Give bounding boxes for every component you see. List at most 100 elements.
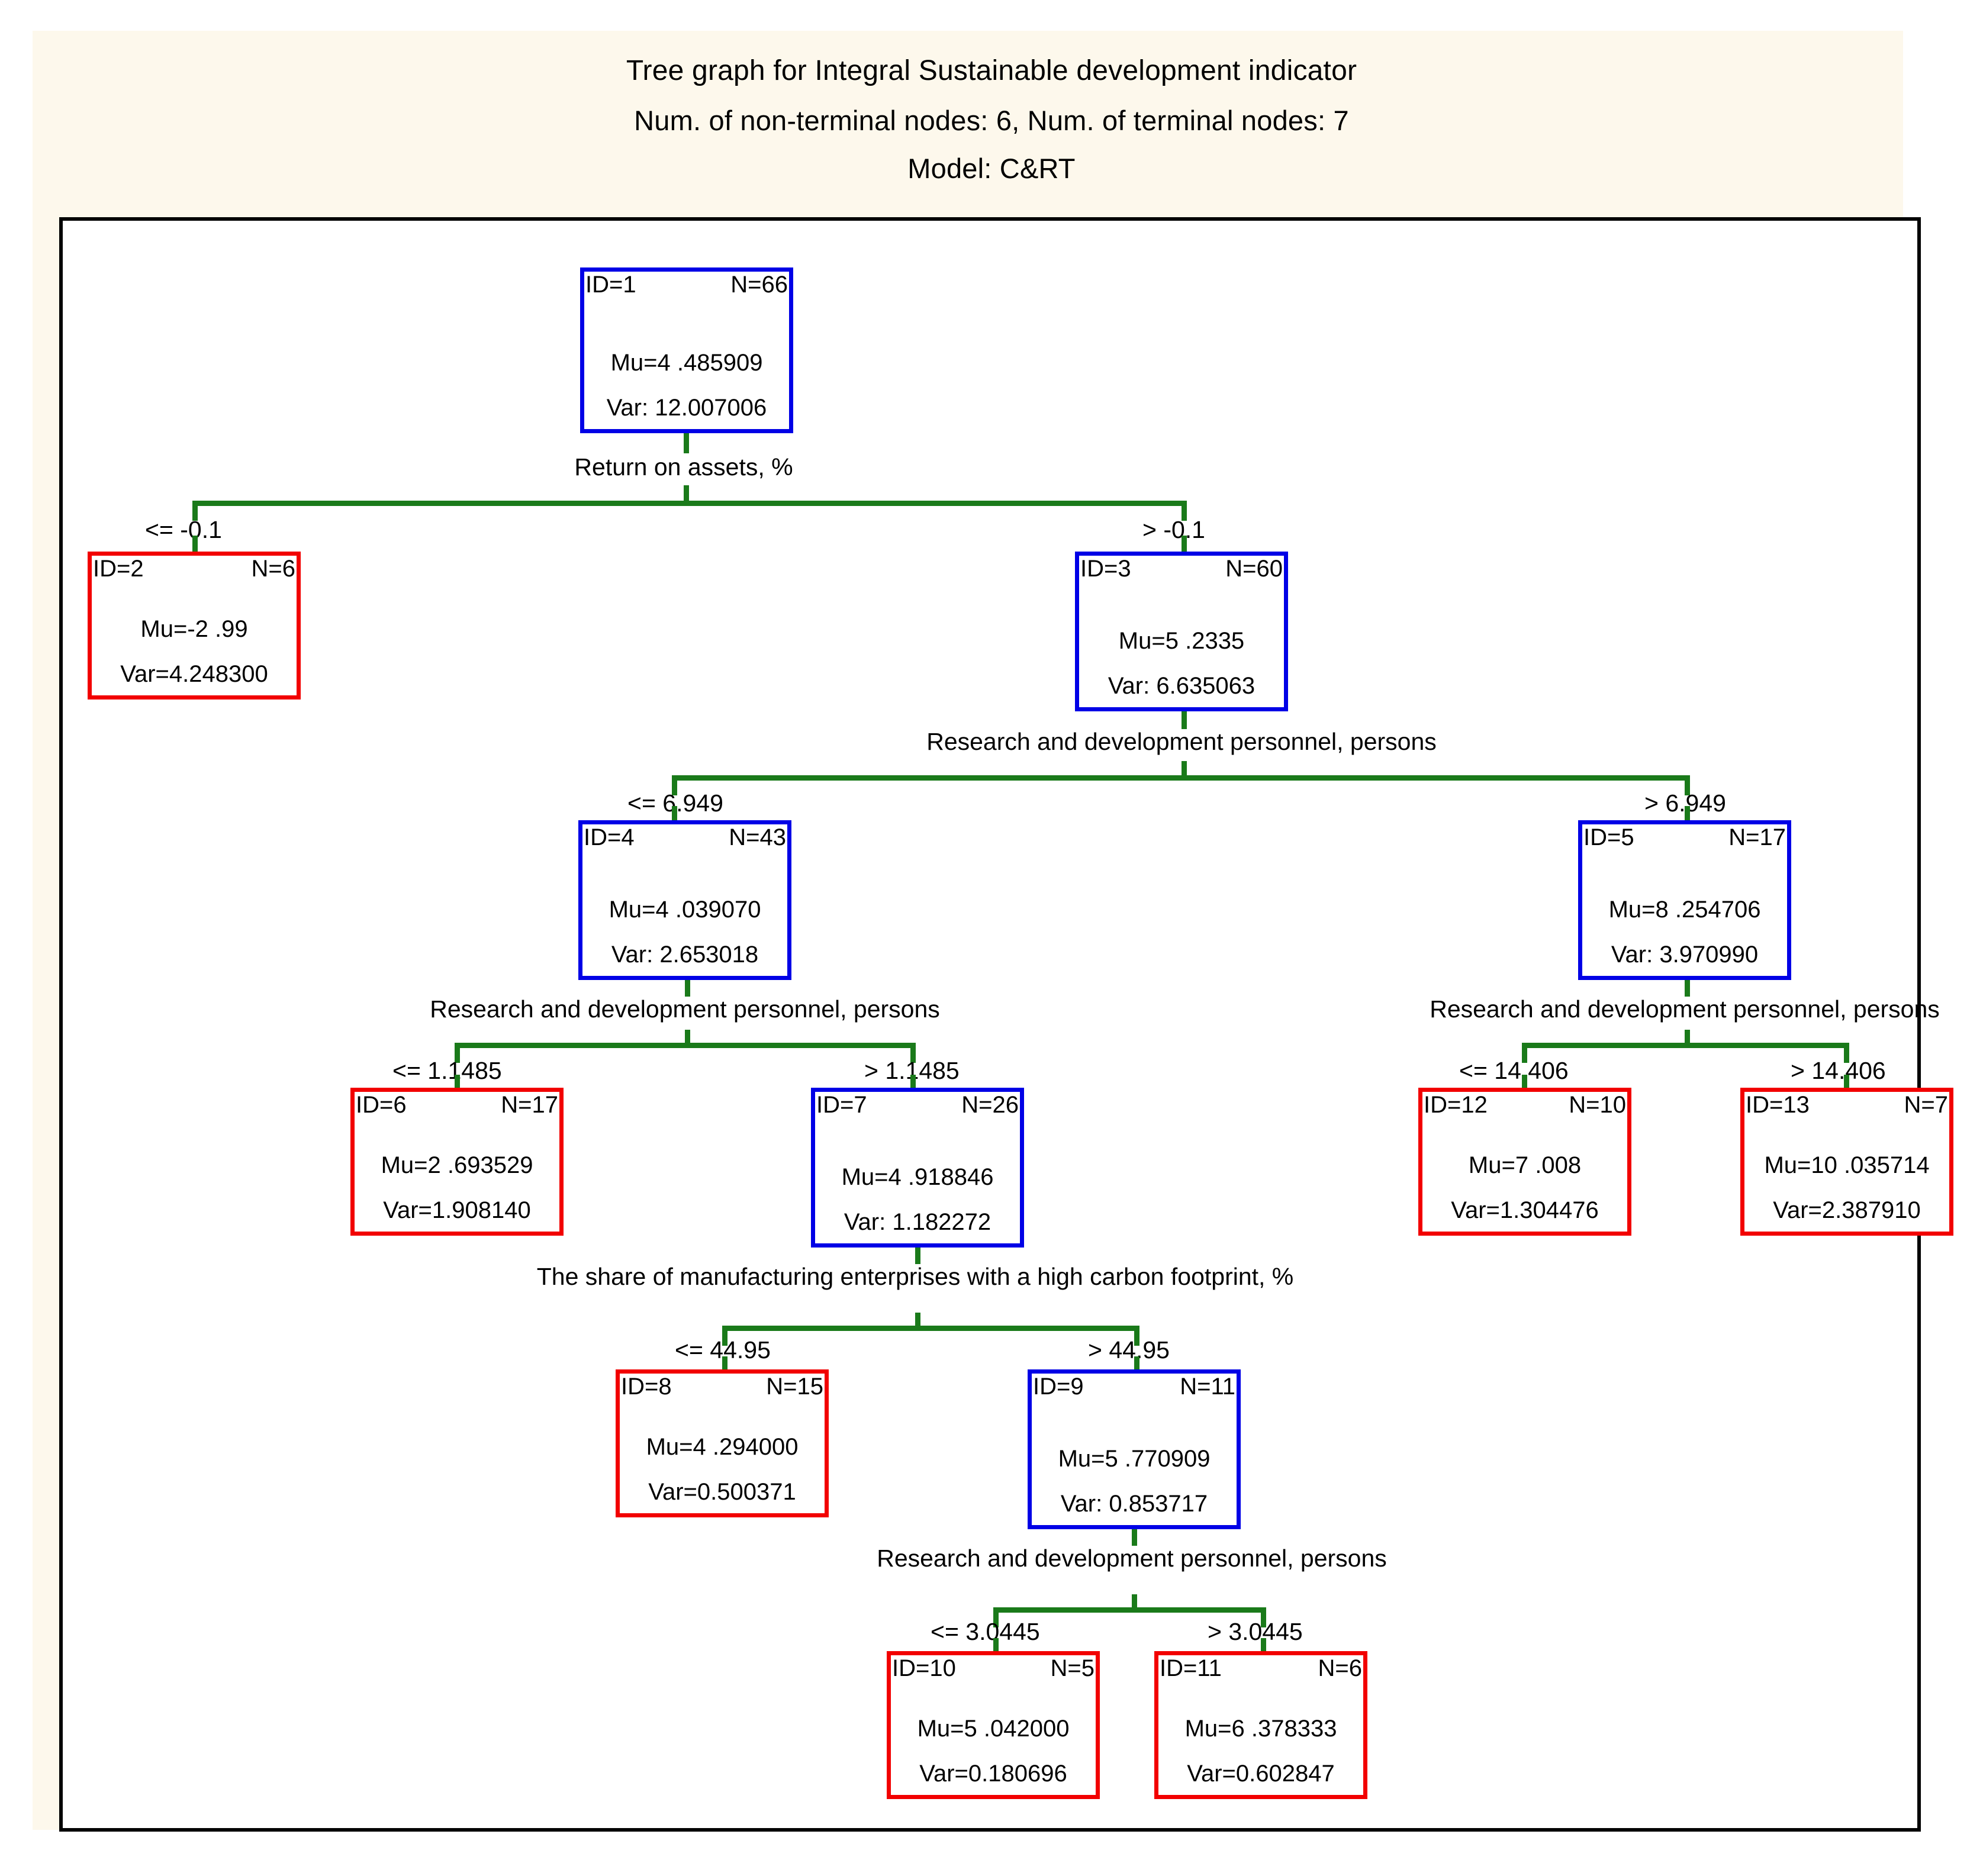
node-count-label: N=60 <box>1225 556 1283 582</box>
node-count-label: N=17 <box>1728 824 1786 850</box>
tree-node-11[interactable]: ID=11 N=6 Mu=6 .378333 Var=0.602847 <box>1154 1651 1367 1799</box>
node-count-label: N=5 <box>1050 1655 1095 1681</box>
connector-hbar-split3 <box>455 1043 916 1048</box>
node-var-value: Var: 12.007006 <box>606 395 767 421</box>
node-header: ID=13 N=7 <box>1744 1092 1949 1120</box>
connector-stem-split3 <box>685 1030 690 1045</box>
tree-node-4[interactable]: ID=4 N=43 Mu=4 .039070 Var: 2.653018 <box>578 820 791 980</box>
node-mu-value: Mu=4 .294000 <box>646 1434 799 1460</box>
tree-node-7[interactable]: ID=7 N=26 Mu=4 .918846 Var: 1.182272 <box>811 1088 1024 1248</box>
plot-frame <box>59 217 1921 1832</box>
connector-stem-to-node10 <box>993 1638 999 1653</box>
tree-node-10[interactable]: ID=10 N=5 Mu=5 .042000 Var=0.180696 <box>887 1651 1100 1799</box>
branch-label-left-4: <= 14.406 <box>1459 1057 1569 1084</box>
node-count-label: N=6 <box>251 556 296 582</box>
connector-stem-node9 <box>1132 1529 1137 1546</box>
connector-drop-left-split5 <box>722 1326 727 1346</box>
connector-drop-left-split3 <box>455 1043 460 1063</box>
node-body: Mu=-2 .99 Var=4.248300 <box>92 617 297 686</box>
node-mu-value: Mu=7 .008 <box>1468 1152 1582 1178</box>
tree-node-5[interactable]: ID=5 N=17 Mu=8 .254706 Var: 3.970990 <box>1578 820 1791 980</box>
node-var-value: Var=4.248300 <box>120 661 268 687</box>
node-mu-value: Mu=10 .035714 <box>1764 1152 1930 1178</box>
connector-hbar-split5 <box>722 1326 1139 1331</box>
connector-drop-left-split4 <box>1522 1043 1527 1063</box>
connector-drop-right-split3 <box>910 1043 916 1063</box>
node-var-value: Var=0.500371 <box>648 1479 796 1505</box>
node-count-subtitle: Num. of non-terminal nodes: 6, Num. of t… <box>634 105 1349 136</box>
branch-label-right-5: > 44.95 <box>1088 1336 1170 1364</box>
split-variable-label-5: The share of manufacturing enterprises w… <box>536 1263 1294 1290</box>
connector-stem-node3 <box>1182 711 1187 729</box>
node-id-label: ID=6 <box>356 1092 407 1118</box>
node-var-value: Var=1.304476 <box>1451 1197 1599 1223</box>
split-variable-label-3: Research and development personnel, pers… <box>430 995 940 1023</box>
node-var-value: Var: 2.653018 <box>611 942 759 968</box>
connector-drop-left-split2 <box>672 775 677 795</box>
node-count-label: N=66 <box>730 272 788 298</box>
node-var-value: Var: 6.635063 <box>1108 673 1256 699</box>
connector-stem-node5 <box>1685 980 1690 997</box>
node-header: ID=5 N=17 <box>1582 824 1787 853</box>
node-body: Mu=4 .485909 Var: 12.007006 <box>584 351 789 420</box>
connector-stem-split2 <box>1182 761 1187 778</box>
node-count-label: N=7 <box>1904 1092 1949 1118</box>
node-count-label: N=6 <box>1318 1655 1363 1681</box>
node-header: ID=8 N=15 <box>620 1374 825 1402</box>
tree-node-1[interactable]: ID=1 N=66 Mu=4 .485909 Var: 12.007006 <box>580 267 793 433</box>
node-header: ID=4 N=43 <box>582 824 787 853</box>
connector-stem-node4 <box>685 980 690 997</box>
connector-hbar-split2 <box>672 775 1690 781</box>
node-id-label: ID=3 <box>1080 556 1131 582</box>
branch-label-left-6: <= 3.0445 <box>931 1618 1040 1645</box>
connector-drop-left-split6 <box>993 1607 999 1627</box>
node-mu-value: Mu=4 .918846 <box>841 1164 994 1190</box>
connector-stem-to-node13 <box>1844 1075 1849 1090</box>
page-title: Tree graph for Integral Sustainable deve… <box>626 55 1357 86</box>
node-var-value: Var: 3.970990 <box>1611 942 1759 968</box>
tree-node-13[interactable]: ID=13 N=7 Mu=10 .035714 Var=2.387910 <box>1740 1088 1953 1236</box>
node-id-label: ID=12 <box>1424 1092 1488 1118</box>
connector-stem-node7 <box>915 1248 920 1264</box>
node-var-value: Var: 0.853717 <box>1060 1491 1208 1517</box>
connector-stem-to-node11 <box>1261 1638 1266 1653</box>
split-variable-label-1: Return on assets, % <box>574 453 793 481</box>
connector-drop-right-split2 <box>1685 775 1690 795</box>
node-body: Mu=5 .042000 Var=0.180696 <box>891 1717 1096 1785</box>
node-mu-value: Mu=5 .042000 <box>917 1716 1070 1742</box>
node-header: ID=11 N=6 <box>1158 1655 1363 1684</box>
tree-node-9[interactable]: ID=9 N=11 Mu=5 .770909 Var: 0.853717 <box>1028 1369 1241 1529</box>
tree-node-6[interactable]: ID=6 N=17 Mu=2 .693529 Var=1.908140 <box>350 1088 564 1236</box>
connector-drop-left-split1 <box>192 501 198 521</box>
node-header: ID=2 N=6 <box>92 556 297 584</box>
node-mu-value: Mu=-2 .99 <box>140 616 248 642</box>
connector-stem-to-node6 <box>455 1075 460 1090</box>
node-id-label: ID=13 <box>1746 1092 1810 1118</box>
connector-drop-right-split4 <box>1844 1043 1849 1063</box>
node-body: Mu=7 .008 Var=1.304476 <box>1422 1153 1627 1222</box>
title-block: Tree graph for Integral Sustainable deve… <box>0 55 1983 183</box>
node-var-value: Var=0.602847 <box>1187 1761 1335 1787</box>
node-body: Mu=2 .693529 Var=1.908140 <box>355 1153 559 1222</box>
node-header: ID=12 N=10 <box>1422 1092 1627 1120</box>
node-mu-value: Mu=4 .485909 <box>610 350 763 376</box>
node-body: Mu=10 .035714 Var=2.387910 <box>1744 1153 1949 1222</box>
node-header: ID=3 N=60 <box>1079 556 1284 584</box>
node-mu-value: Mu=5 .770909 <box>1058 1446 1211 1472</box>
tree-node-2[interactable]: ID=2 N=6 Mu=-2 .99 Var=4.248300 <box>88 552 301 700</box>
tree-node-3[interactable]: ID=3 N=60 Mu=5 .2335 Var: 6.635063 <box>1075 552 1288 711</box>
tree-node-12[interactable]: ID=12 N=10 Mu=7 .008 Var=1.304476 <box>1418 1088 1631 1236</box>
tree-node-8[interactable]: ID=8 N=15 Mu=4 .294000 Var=0.500371 <box>616 1369 829 1517</box>
node-header: ID=1 N=66 <box>584 272 789 300</box>
connector-stem-node1 <box>684 433 689 453</box>
connector-stem-split1 <box>684 485 689 503</box>
branch-label-right-4: > 14.406 <box>1791 1057 1886 1084</box>
node-body: Mu=5 .2335 Var: 6.635063 <box>1079 629 1284 698</box>
node-body: Mu=6 .378333 Var=0.602847 <box>1158 1717 1363 1785</box>
split-variable-label-6: Research and development personnel, pers… <box>877 1545 1387 1572</box>
connector-drop-right-split6 <box>1261 1607 1266 1627</box>
connector-stem-to-node3 <box>1182 536 1187 553</box>
node-count-label: N=11 <box>1180 1374 1235 1400</box>
node-count-label: N=17 <box>501 1092 558 1118</box>
node-count-label: N=10 <box>1569 1092 1626 1118</box>
